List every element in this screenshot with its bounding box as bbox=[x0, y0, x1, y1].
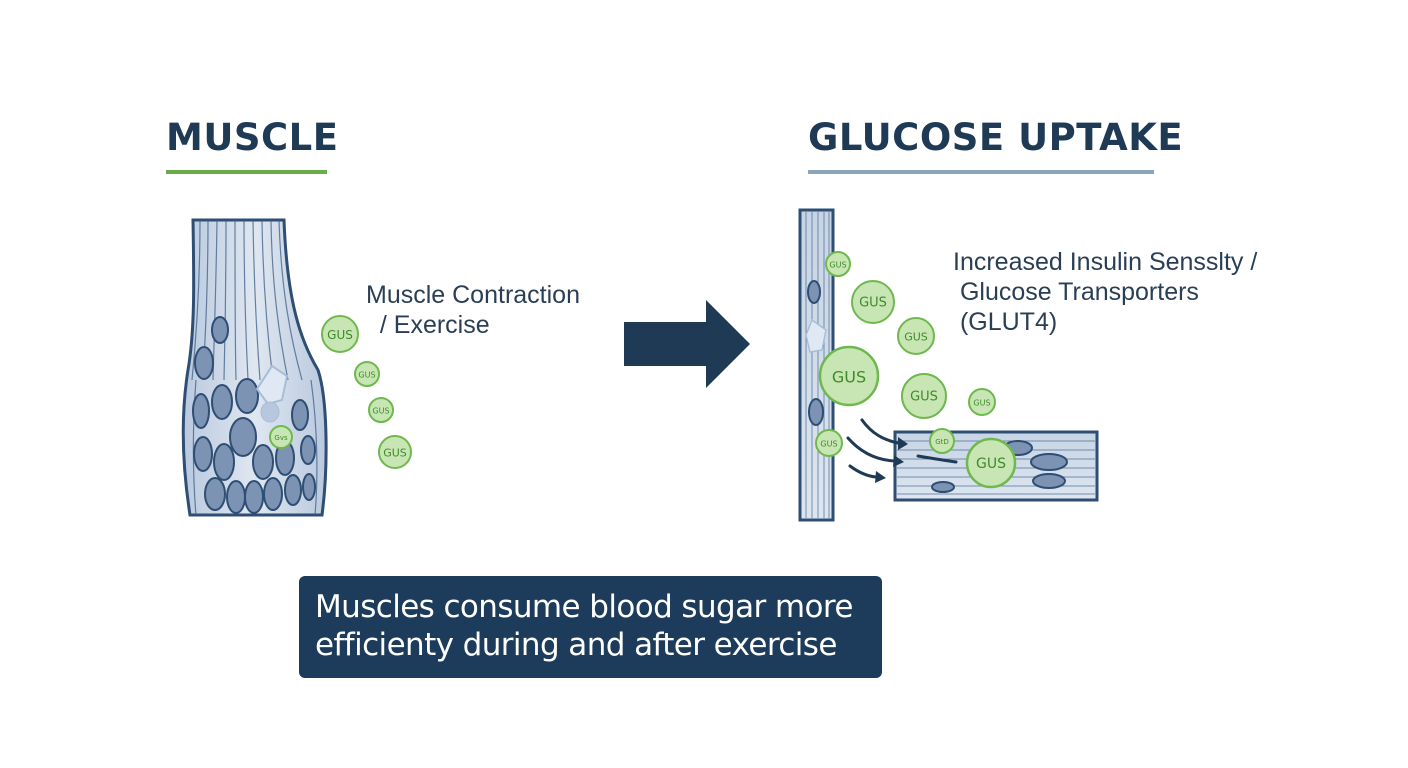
muscle-contraction-label-line2: / Exercise bbox=[366, 311, 490, 339]
glucose-uptake-heading-underline bbox=[808, 170, 1154, 174]
glucose-molecule-label: GUS bbox=[829, 261, 846, 270]
muscle-contraction-label: Muscle Contraction / Exercise bbox=[366, 280, 580, 340]
glucose-molecule-label: GUS bbox=[372, 407, 389, 416]
insulin-label-line3: (GLUT4) bbox=[953, 308, 1058, 336]
glucose-molecule: GUS bbox=[825, 251, 851, 277]
glucose-molecule-label: GUS bbox=[383, 447, 407, 460]
muscle-heading: MUSCLE bbox=[166, 116, 339, 159]
uptake-arrowheads bbox=[875, 437, 908, 483]
caption-line2: efficienty during and after exercise bbox=[315, 627, 837, 663]
muscle-contraction-label-line1: Muscle Contraction bbox=[366, 281, 580, 309]
glucose-molecule-label: GUS bbox=[976, 456, 1006, 472]
insulin-label-line1: Increased Insulin Sensslty / bbox=[953, 248, 1258, 276]
glucose-molecule-label-alt: GtD bbox=[935, 438, 949, 446]
glucose-molecule: GUS bbox=[368, 397, 394, 423]
glucose-molecule: GUS bbox=[968, 388, 996, 416]
glucose-molecules-right: GUS GUS GUS GUS GUS GUS GUS GtD bbox=[815, 251, 1017, 489]
glucose-molecule: GUS bbox=[851, 280, 895, 324]
glucose-molecule: GUS bbox=[815, 429, 843, 457]
glucose-molecule-label: GUS bbox=[327, 328, 353, 342]
caption-box: Muscles consume blood sugar more efficie… bbox=[299, 576, 882, 678]
glucose-molecule: GUS bbox=[901, 373, 947, 419]
glucose-uptake-heading: GLUCOSE UPTAKE bbox=[808, 116, 1184, 159]
glucose-molecule: GUS bbox=[378, 435, 412, 469]
uptake-arrows bbox=[846, 418, 958, 479]
glucose-molecule: GtD bbox=[929, 428, 955, 454]
insulin-label-line2: Glucose Transporters bbox=[953, 278, 1199, 306]
glucose-molecule: GUS bbox=[897, 317, 935, 355]
glucose-molecule-label: GUS bbox=[904, 331, 928, 344]
glucose-molecule: GUS bbox=[965, 437, 1017, 489]
muscle-heading-underline bbox=[166, 170, 327, 174]
glucose-molecule-label: GUS bbox=[973, 399, 990, 408]
glucose-molecule-label: GUS bbox=[832, 368, 866, 387]
glucose-molecule: GUS bbox=[321, 315, 359, 353]
arrow-right-icon bbox=[624, 300, 750, 388]
glucose-molecule: GUS bbox=[818, 345, 880, 407]
glucose-molecule: GUS bbox=[354, 361, 380, 387]
glucose-molecules-left: GUS GUS GUS GUS Gvs bbox=[269, 315, 412, 469]
glucose-molecule-label: GUS bbox=[910, 390, 938, 405]
glucose-molecule: Gvs bbox=[269, 425, 293, 449]
glucose-molecule-label: GUS bbox=[358, 371, 375, 380]
glucose-molecule-label: GUS bbox=[820, 440, 837, 449]
caption-line1: Muscles consume blood sugar more bbox=[315, 589, 853, 625]
insulin-sensitivity-label: Increased Insulin Sensslty / Glucose Tra… bbox=[953, 247, 1257, 337]
glucose-molecule-label: GUS bbox=[859, 296, 887, 311]
muscle-bundle-illustration bbox=[181, 218, 328, 517]
glucose-molecule-label-alt: Gvs bbox=[274, 434, 288, 442]
